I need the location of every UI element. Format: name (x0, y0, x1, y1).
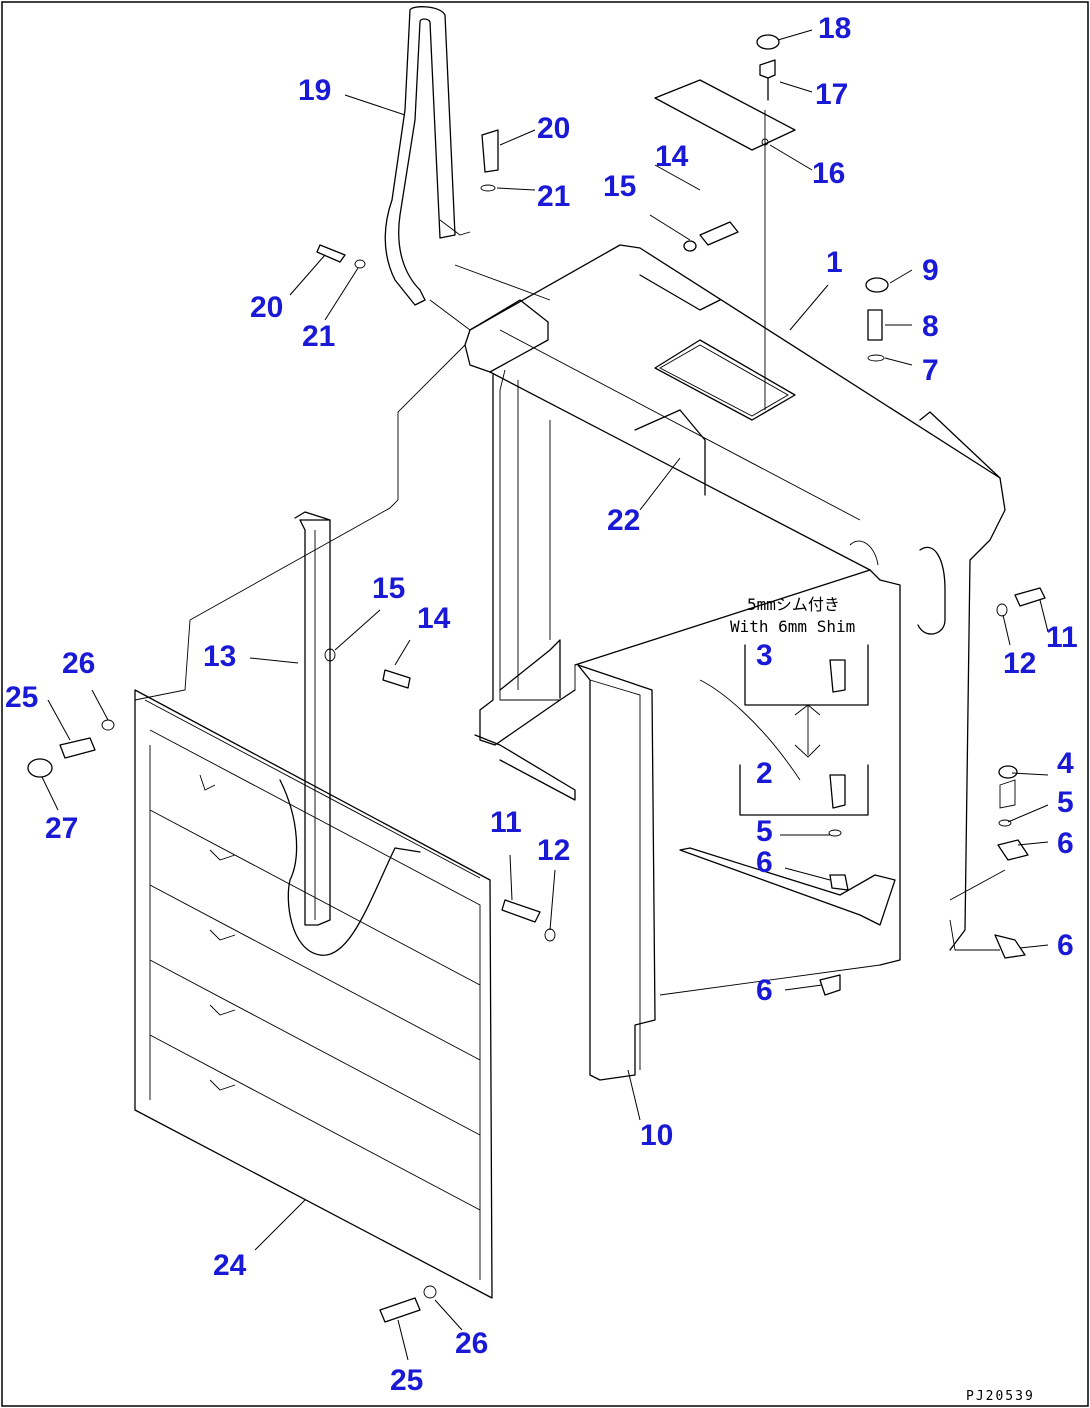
callout-15-mid: 15 (372, 572, 405, 605)
callout-4: 4 (1057, 747, 1074, 780)
callout-5-mid: 5 (756, 815, 773, 848)
callout-25-left: 25 (5, 681, 38, 714)
callout-6-right-bottom: 6 (1057, 929, 1074, 962)
callout-15-top: 15 (603, 170, 636, 203)
callout-17: 17 (815, 78, 848, 111)
callout-18: 18 (818, 12, 851, 45)
callout-19: 19 (298, 74, 331, 107)
guard-body (464, 244, 1006, 996)
callout-5-right: 5 (1057, 786, 1074, 819)
callout-14-top: 14 (655, 140, 689, 173)
callout-12-mid: 12 (537, 834, 570, 867)
callout-13: 13 (203, 640, 236, 673)
callout-22: 22 (607, 504, 640, 537)
callout-7: 7 (922, 354, 939, 387)
hardware-items (27, 34, 1046, 1323)
side-frame (134, 344, 576, 801)
callout-3: 3 (756, 639, 773, 672)
callout-6-right-top: 6 (1057, 827, 1074, 860)
callout-21-left: 21 (302, 320, 335, 353)
callout-2: 2 (756, 757, 773, 790)
leader-lines (41, 29, 1049, 1361)
callout-14-mid: 14 (417, 602, 451, 635)
callout-26-bottom: 26 (455, 1327, 488, 1360)
side-cover (577, 664, 656, 1081)
callout-21-top: 21 (537, 180, 570, 213)
shim-note-english: With 6mm Shim (730, 617, 855, 636)
callout-9: 9 (922, 254, 939, 287)
callout-6-bottom: 6 (756, 974, 773, 1007)
callout-24: 24 (213, 1249, 247, 1282)
grille-panel (134, 689, 493, 1299)
drawing-code: PJ20539 (966, 1389, 1035, 1404)
callout-16: 16 (812, 157, 845, 190)
callout-12-right: 12 (1003, 647, 1036, 680)
callout-6-mid: 6 (756, 846, 773, 879)
cover-plate (654, 79, 796, 410)
callout-1: 1 (826, 246, 843, 279)
shim-note-group (739, 644, 869, 816)
callout-20-top: 20 (537, 112, 570, 145)
callout-26-left: 26 (62, 647, 95, 680)
callout-11-mid: 11 (490, 806, 522, 839)
handle-bar (384, 6, 551, 331)
callout-8: 8 (922, 310, 939, 343)
callout-11-right: 11 (1046, 621, 1078, 654)
callout-labels: 18 17 16 19 20 21 14 15 1 9 8 7 20 21 22… (5, 12, 1078, 1397)
callout-27: 27 (45, 812, 78, 845)
callout-20-left: 20 (250, 291, 283, 324)
callout-10: 10 (640, 1119, 673, 1152)
shim-note-japanese: 5mmシム付き (747, 595, 840, 614)
vertical-bracket (294, 511, 331, 926)
callout-25-bottom: 25 (390, 1364, 423, 1397)
